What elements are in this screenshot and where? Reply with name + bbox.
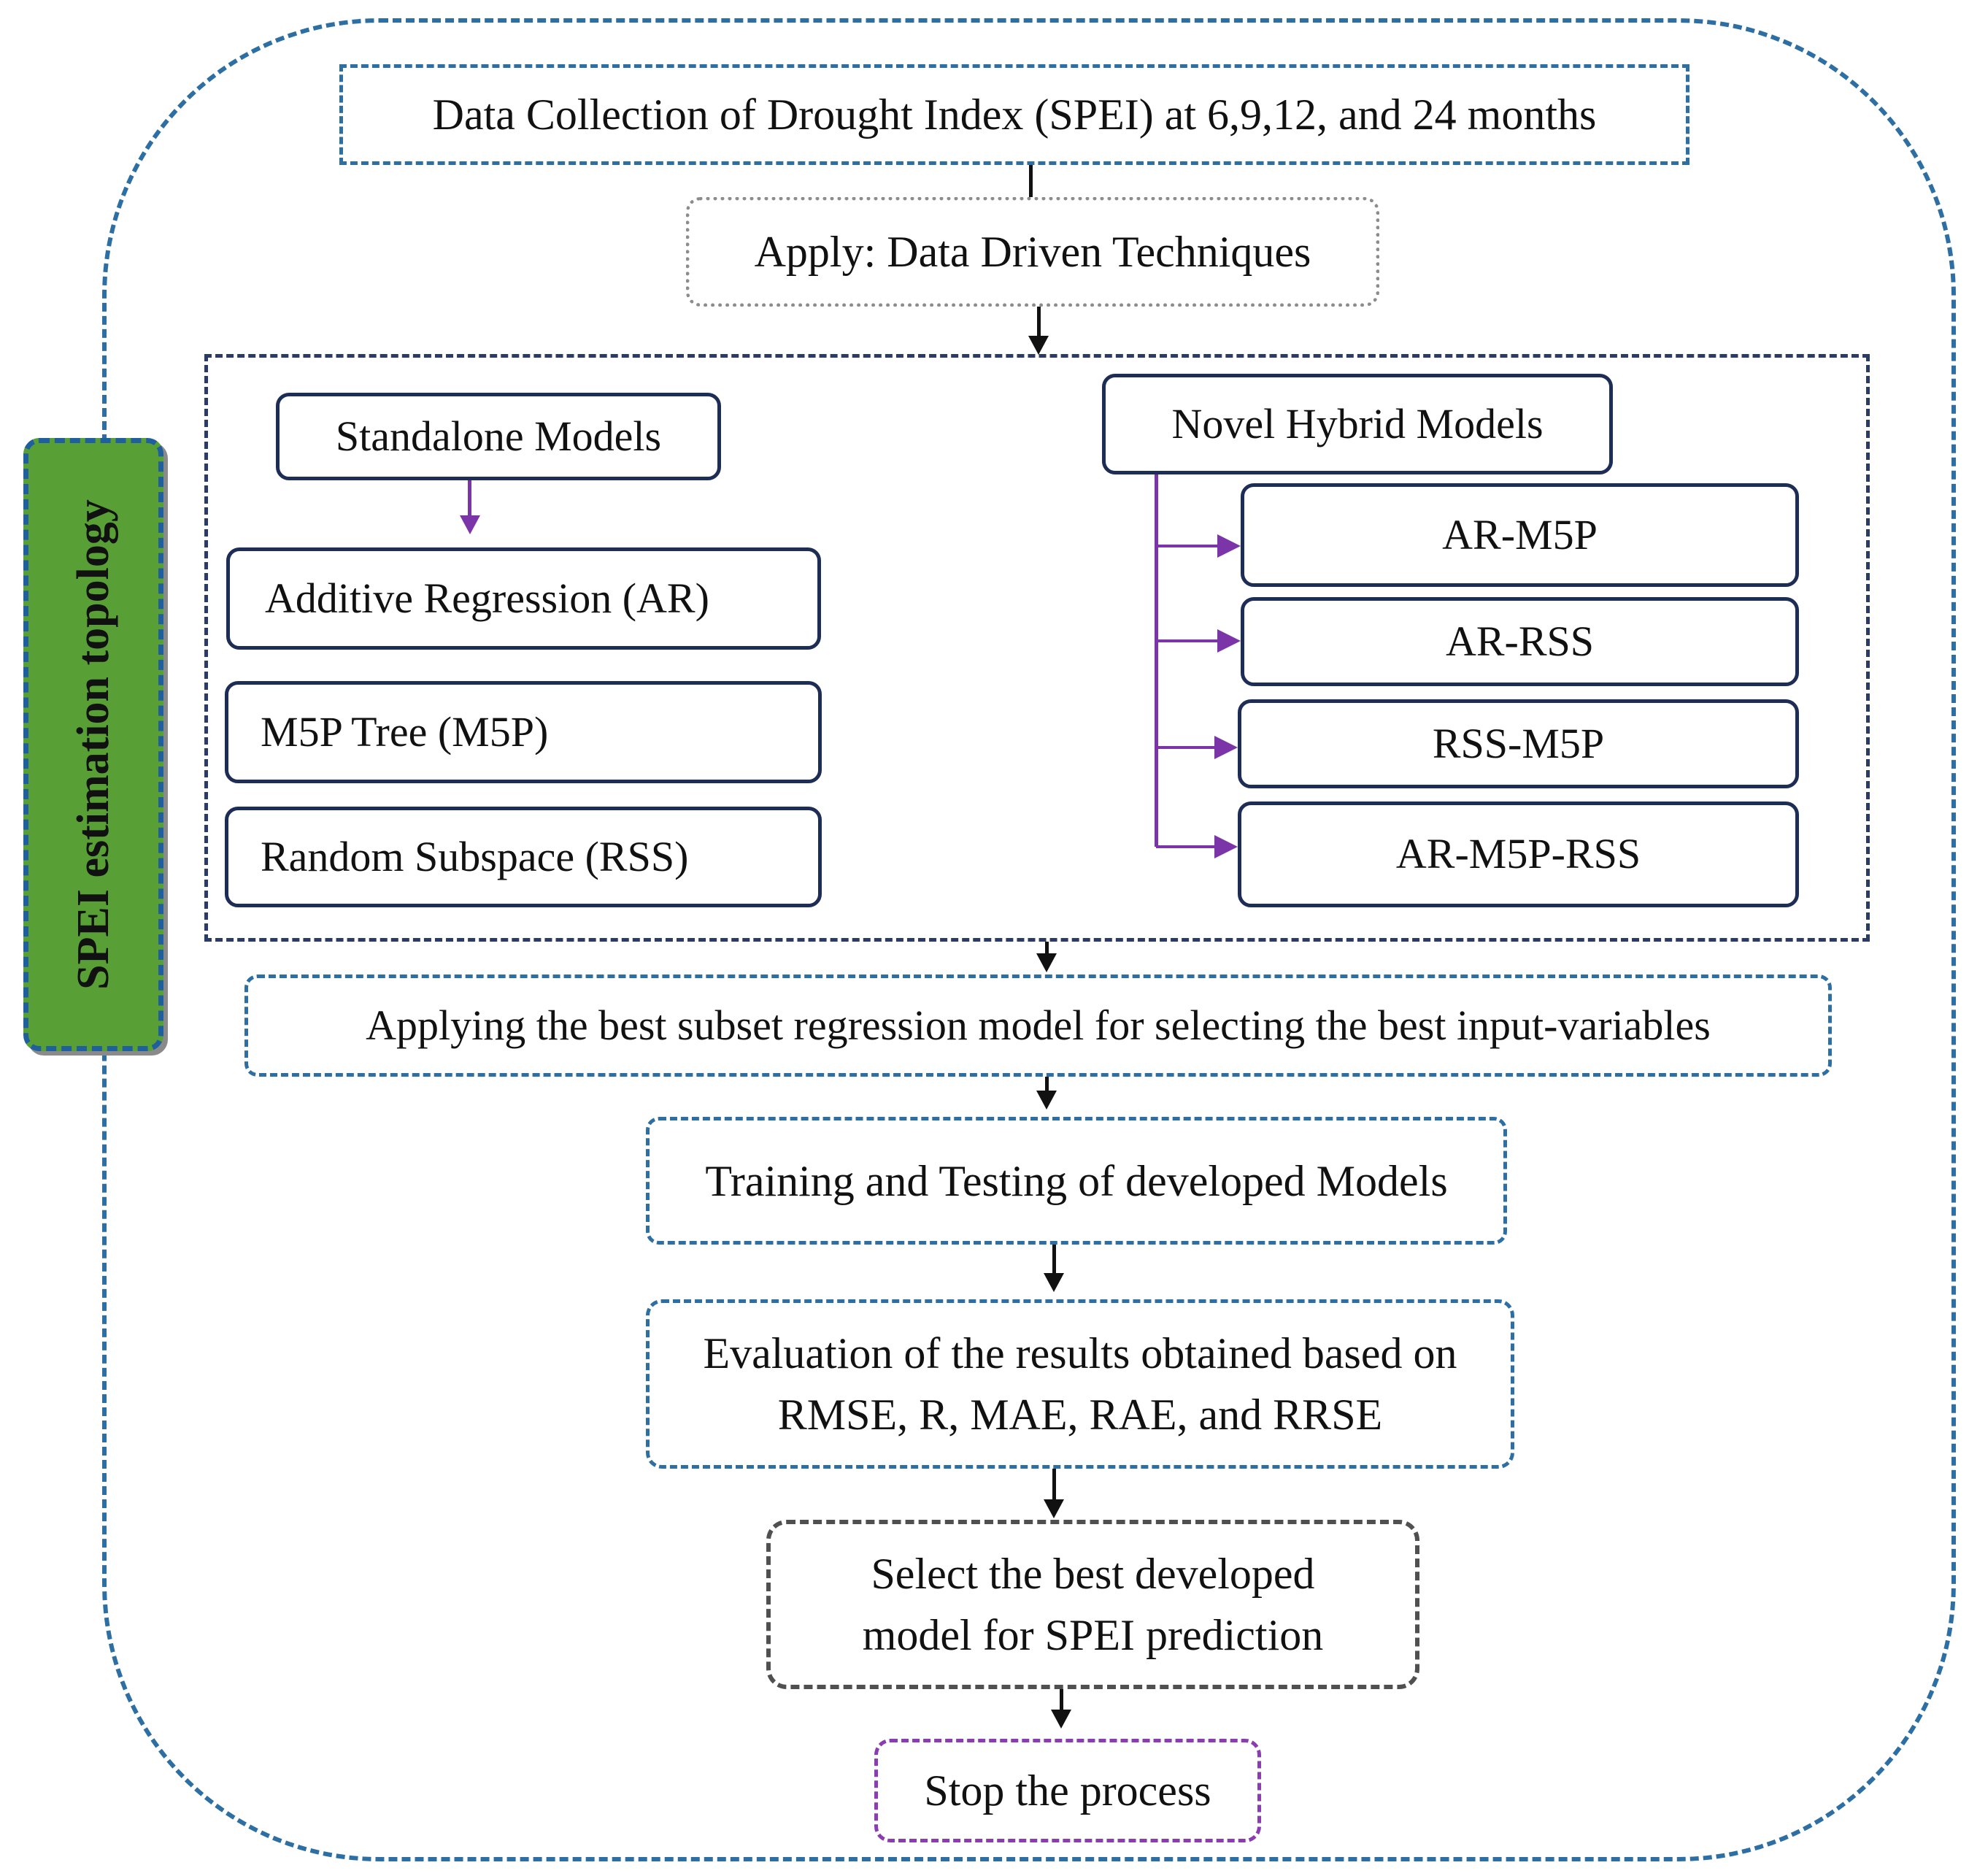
arrow-down-icon	[1028, 336, 1049, 355]
data-collection-box: Data Collection of Drought Index (SPEI) …	[339, 64, 1689, 165]
arrow-right-icon	[1217, 534, 1241, 558]
arrow-down-icon	[1036, 953, 1057, 972]
apply-techniques-box: Apply: Data Driven Techniques	[686, 197, 1379, 307]
hybrid-ar-m5p-rss: AR-M5P-RSS	[1238, 801, 1799, 907]
hybrid-rss-m5p: RSS-M5P	[1238, 699, 1799, 788]
stop-process-box: Stop the process	[874, 1739, 1261, 1842]
evaluation-line-2: RMSE, R, MAE, RAE, and RRSE	[777, 1391, 1383, 1439]
connector-4	[1045, 1077, 1049, 1091]
standalone-connector	[468, 480, 471, 515]
standalone-models-title: Standalone Models	[276, 393, 721, 480]
training-testing-box: Training and Testing of developed Models	[646, 1117, 1507, 1245]
connector-7	[1060, 1689, 1063, 1711]
arrow-down-icon	[1044, 1273, 1064, 1292]
connector-2	[1037, 307, 1041, 336]
hybrid-branch-4	[1156, 845, 1219, 848]
hybrid-models-title: Novel Hybrid Models	[1102, 374, 1613, 474]
evaluation-line-1: Evaluation of the results obtained based…	[703, 1329, 1457, 1377]
model-additive-regression: Additive Regression (AR)	[226, 547, 821, 650]
select-line-2: model for SPEI prediction	[862, 1611, 1324, 1659]
connector-5	[1052, 1245, 1056, 1274]
arrow-right-icon	[1217, 629, 1241, 653]
model-random-subspace: Random Subspace (RSS)	[225, 807, 822, 907]
hybrid-branch-3	[1156, 746, 1219, 749]
arrow-down-icon	[1044, 1499, 1064, 1518]
arrow-down-icon	[460, 515, 480, 534]
hybrid-ar-m5p: AR-M5P	[1241, 483, 1799, 587]
hybrid-branch-1	[1156, 545, 1222, 547]
side-label: SPEI estimation topology	[69, 499, 118, 990]
hybrid-trunk-line	[1155, 474, 1158, 847]
side-label-panel	[23, 438, 163, 1051]
arrow-down-icon	[1036, 1091, 1057, 1110]
connector-6	[1052, 1469, 1056, 1501]
hybrid-ar-rss: AR-RSS	[1241, 597, 1799, 686]
arrow-down-icon	[1051, 1710, 1071, 1729]
best-subset-box: Applying the best subset regression mode…	[244, 974, 1832, 1077]
evaluation-box: Evaluation of the results obtained based…	[646, 1299, 1514, 1469]
connector-1	[1029, 165, 1033, 197]
model-m5p-tree: M5P Tree (M5P)	[225, 681, 822, 783]
arrow-right-icon	[1214, 835, 1238, 858]
models-container	[204, 354, 1870, 942]
connector-3	[1045, 942, 1049, 956]
select-best-model-box: Select the best developed model for SPEI…	[766, 1520, 1419, 1689]
select-line-1: Select the best developed	[871, 1550, 1315, 1598]
arrow-right-icon	[1214, 736, 1238, 759]
hybrid-branch-2	[1156, 639, 1222, 642]
